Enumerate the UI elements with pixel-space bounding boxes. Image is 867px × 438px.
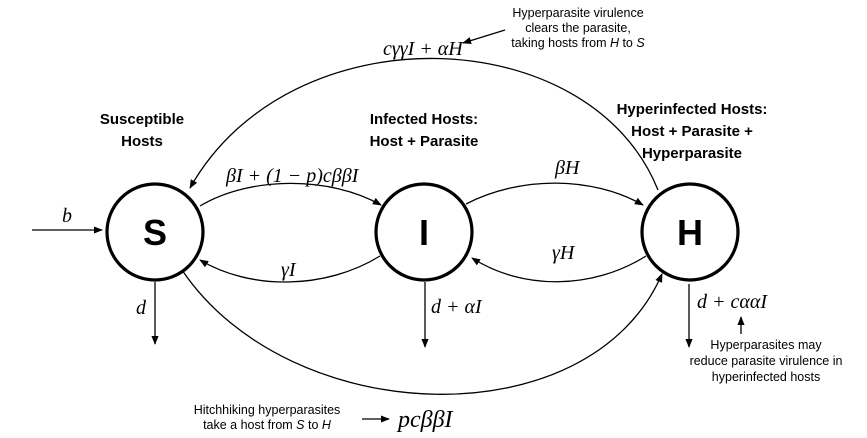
- edge-h-to-s: [189, 57, 659, 191]
- node-i-title-line1: Infected Hosts:: [370, 111, 478, 128]
- rate-i-to-h: βH: [554, 157, 581, 179]
- edge-i-to-h: [465, 182, 644, 206]
- reduce-line2: reduce parasite virulence in: [690, 354, 843, 368]
- rate-i-to-s: γI: [281, 259, 297, 281]
- node-i-letter: I: [419, 212, 429, 253]
- node-i-title-line2: Host + Parasite: [370, 133, 479, 150]
- hitchhike-annotation: Hitchhiking hyperparasites take a host f…: [194, 403, 341, 432]
- node-i: I: [374, 182, 474, 282]
- edge-s-to-i: [199, 182, 382, 207]
- rate-h-to-s: cγγI + αH: [383, 38, 464, 60]
- edge-i-to-s: [199, 255, 381, 283]
- node-h-letter: H: [677, 212, 703, 253]
- node-h: H: [640, 182, 740, 282]
- rate-h-to-i: γH: [552, 242, 576, 264]
- rate-s-death: d: [136, 297, 147, 319]
- node-h-title-line1: Hyperinfected Hosts:: [617, 101, 768, 118]
- reduce-line1: Hyperparasites may: [710, 338, 822, 352]
- rate-s-to-i: βI + (1 − p)cββI: [225, 165, 360, 187]
- clearance-annotation: Hyperparasite virulence clears the paras…: [511, 6, 645, 50]
- edge-h-to-i: [471, 255, 647, 283]
- hitchhike-line1: Hitchhiking hyperparasites: [194, 403, 341, 417]
- reduce-line3: hyperinfected hosts: [712, 370, 820, 384]
- node-s-letter: S: [143, 212, 167, 253]
- rate-i-death: d + αI: [431, 296, 483, 318]
- rate-s-to-h: pcββI: [396, 407, 454, 433]
- clearance-line1: Hyperparasite virulence: [512, 6, 643, 20]
- node-h-title-line2: Host + Parasite +: [631, 123, 753, 140]
- node-s-title-line1: Susceptible: [100, 111, 184, 128]
- rate-birth: b: [62, 205, 72, 227]
- edge-s-to-h: [181, 269, 663, 395]
- clearance-line3: taking hosts from H to S: [511, 36, 645, 50]
- node-h-title-line3: Hyperparasite: [642, 145, 742, 162]
- rate-h-death: d + cααI: [697, 291, 768, 313]
- clearance-line2: clears the parasite,: [525, 21, 631, 35]
- node-s: S: [105, 182, 205, 282]
- clearance-pointer-arrow: [462, 29, 506, 45]
- hitchhike-line2: take a host from S to H: [203, 418, 332, 432]
- reduce-annotation: Hyperparasites may reduce parasite virul…: [690, 338, 843, 384]
- node-s-title-line2: Hosts: [121, 133, 163, 150]
